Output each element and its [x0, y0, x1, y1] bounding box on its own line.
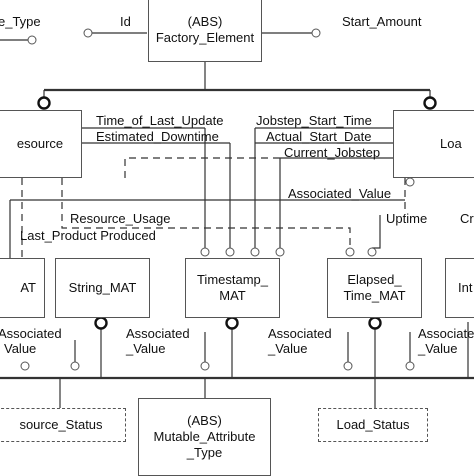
right-assoc-circle [405, 361, 415, 371]
current-jobstep-label: Current_Jobstep [284, 145, 381, 160]
jobstep-start-circle [250, 247, 260, 257]
assoc-string-line2: _Value [126, 341, 166, 356]
resource-status-entity[interactable]: source_Status [0, 408, 126, 442]
string-assoc-circle [20, 361, 30, 371]
assoc-value-top-circle [405, 177, 415, 187]
assoc-left-line2: Value [4, 341, 37, 356]
e-type-label: e_Type [0, 14, 41, 29]
assoc-elapsed-label: Associated _Value [418, 326, 474, 356]
assoc-elapsed-line2: _Value [418, 341, 458, 356]
assoc-timestamp-line1: Associated [268, 326, 332, 341]
actual-start-date-label: Actual_Start_Date [266, 129, 372, 144]
start-amount-circle [311, 28, 321, 38]
elapsed-mat-subtype-circle [368, 316, 382, 330]
right-mat-entity[interactable]: Int [445, 258, 474, 318]
resource-entity[interactable]: esource [0, 110, 82, 178]
factory-element-abs: (ABS) [187, 14, 223, 29]
assoc-left-label: Associated Value [0, 326, 62, 356]
estimated-downtime-circle [225, 247, 235, 257]
timestamp-assoc-circle [200, 361, 210, 371]
factory-element-name: Factory_Element [155, 30, 255, 45]
resource-usage-circle [345, 247, 355, 257]
resource-status-name: source_Status [19, 417, 103, 432]
mutable-attribute-type-line3: _Type [186, 445, 223, 460]
load-status-entity[interactable]: Load_Status [318, 408, 428, 442]
assoc-timestamp-label: Associated _Value [268, 326, 332, 356]
string-mat-name: String_MAT [68, 280, 137, 295]
time-last-update-circle [200, 247, 210, 257]
elapsed-time-mat-entity[interactable]: Elapsed_ Time_MAT [327, 258, 422, 318]
assoc-left-line1: Associated [0, 326, 62, 341]
id-circle [83, 28, 93, 38]
load-name: Loa [440, 136, 462, 151]
factory-element-entity[interactable]: (ABS) Factory_Element [148, 0, 262, 62]
mutable-attribute-type-abs: (ABS) [187, 413, 222, 428]
uptime-route [372, 235, 381, 249]
associated-value-top-label: Associated_Value [288, 186, 392, 201]
id-label: Id [120, 14, 131, 29]
elapsed-time-mat-line1: Elapsed_ [347, 272, 402, 287]
resource-usage-route [61, 178, 351, 248]
timestamp-mat-subtype-circle [225, 316, 239, 330]
time-of-last-update-label: Time_of_Last_Update [96, 113, 224, 128]
right-edge-cr-label: Cr [460, 211, 474, 226]
estimated-downtime-label: Estimated_Downtime [96, 129, 219, 144]
last-product-produced-label: Last_Product Produced [20, 228, 156, 243]
left-assoc-circle [70, 361, 80, 371]
uptime-label: Uptime [386, 211, 428, 226]
assoc-string-line1: Associated [126, 326, 190, 341]
load-status-name: Load_Status [336, 417, 410, 432]
timestamp-mat-line1: Timestamp_ [196, 272, 269, 287]
left-mat-entity[interactable]: AT [0, 258, 45, 318]
assoc-timestamp-line2: _Value [268, 341, 308, 356]
current-jobstep-circle [275, 247, 285, 257]
string-mat-entity[interactable]: String_MAT [55, 258, 150, 318]
assoc-string-label: Associated _Value [126, 326, 190, 356]
resource-usage-label: Resource_Usage [70, 211, 171, 226]
resource-name: esource [16, 136, 64, 151]
jobstep-start-time-label: Jobstep_Start_Time [256, 113, 372, 128]
right-mat-name: Int [458, 280, 473, 295]
load-subtype-circle [423, 96, 437, 110]
timestamp-mat-line2: MAT [219, 288, 246, 303]
e-type-circle [27, 35, 37, 45]
timestamp-mat-entity[interactable]: Timestamp_ MAT [185, 258, 280, 318]
mutable-attribute-type-line2: Mutable_Attribute [153, 429, 256, 444]
elapsed-assoc-circle [343, 361, 353, 371]
load-entity[interactable]: Loa [393, 110, 474, 178]
resource-subtype-circle [37, 96, 51, 110]
start-amount-label: Start_Amount [342, 14, 422, 29]
elapsed-time-mat-line2: Time_MAT [343, 288, 406, 303]
uptime-circle [367, 247, 377, 257]
assoc-value-top-route [124, 157, 280, 178]
assoc-elapsed-line1: Associated [418, 326, 474, 341]
string-mat-subtype-circle [94, 316, 108, 330]
mutable-attribute-type-entity[interactable]: (ABS) Mutable_Attribute _Type [138, 398, 271, 476]
left-mat-name: AT [20, 280, 36, 295]
